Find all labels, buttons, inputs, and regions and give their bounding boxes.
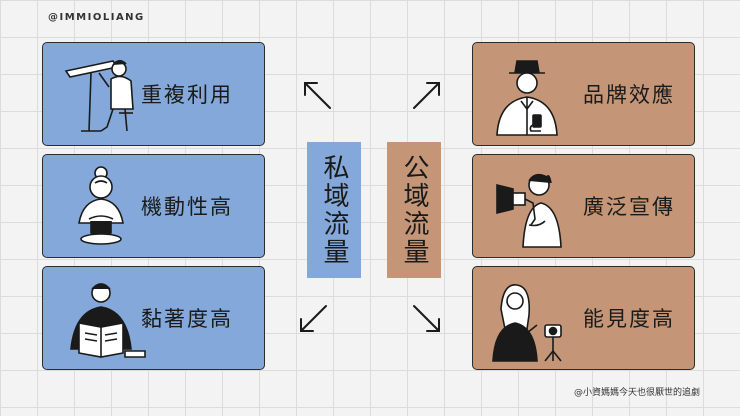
private-card-mobility-label: 機動性高 [141,195,233,219]
private-card-reuse-label: 重複利用 [141,83,233,107]
public-card-brand-effect: 品牌效應 [472,42,695,146]
private-traffic-title: 私域流量 [319,154,349,266]
private-card-reuse: 重複利用 [42,42,265,146]
public-card-wide-promotion-label: 廣泛宣傳 [583,195,675,219]
arrow-down-left-icon [300,305,327,332]
arrow-up-left-icon [304,82,331,109]
person-at-drafting-table-icon [64,59,134,132]
public-card-brand-effect-label: 品牌效應 [583,83,675,107]
public-traffic-title-box: 公域流量 [387,142,441,278]
public-card-high-visibility-label: 能見度高 [583,307,675,331]
private-card-mobility: 機動性高 [42,154,265,258]
public-card-wide-promotion: 廣泛宣傳 [472,154,695,258]
private-card-stickiness-label: 黏著度高 [141,307,233,331]
woman-with-camera-tripod-icon [492,284,562,362]
private-traffic-title-box: 私域流量 [307,142,361,278]
man-in-hat-with-phone-icon [496,60,558,136]
author-handle: @IMMIOLIANG [48,12,145,23]
person-at-pottery-wheel-icon [78,166,124,245]
footer-credit: @小資媽媽今天也很厭世的追劇 [573,388,700,398]
private-card-stickiness: 黏著度高 [42,266,265,370]
man-with-megaphone-icon [496,173,562,248]
public-traffic-title: 公域流量 [399,154,429,266]
arrow-down-right-icon [413,305,440,332]
person-reading-book-icon [70,283,146,358]
public-card-high-visibility: 能見度高 [472,266,695,370]
arrow-up-right-icon [413,82,440,109]
